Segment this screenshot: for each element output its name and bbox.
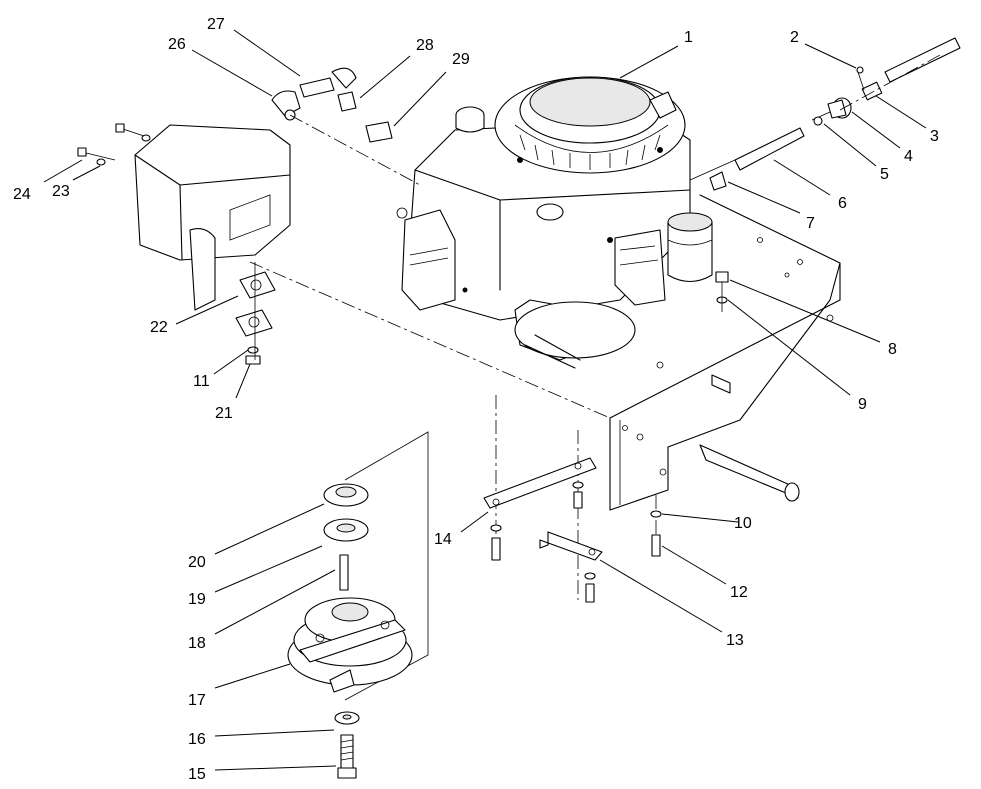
leader-lines — [43, 29, 927, 771]
callout-16: 16 — [188, 731, 206, 748]
fuel-fittings — [271, 67, 421, 186]
deck-fasteners — [483, 395, 662, 603]
callout-26: 26 — [168, 36, 186, 53]
callout-3: 3 — [930, 128, 939, 145]
throttle-cable-assembly — [689, 37, 961, 191]
callout-11: 11 — [193, 373, 210, 390]
callout-4: 4 — [904, 148, 913, 165]
callout-17: 17 — [188, 692, 206, 709]
callout-2: 2 — [790, 29, 799, 46]
muffler — [77, 123, 291, 311]
callout-1: 1 — [684, 29, 693, 46]
callout-18: 18 — [188, 635, 206, 652]
callout-22: 22 — [150, 319, 168, 336]
callout-12: 12 — [730, 584, 748, 601]
frame-deck-plate — [249, 194, 841, 511]
callout-28: 28 — [416, 37, 434, 54]
callout-6: 6 — [838, 195, 847, 212]
exhaust-gaskets — [235, 262, 276, 365]
callout-14: 14 — [434, 531, 452, 548]
callout-23: 23 — [52, 183, 70, 200]
callout-7: 7 — [806, 215, 815, 232]
callout-29: 29 — [452, 51, 470, 68]
callout-27: 27 — [207, 16, 225, 33]
callout-21: 21 — [215, 405, 233, 422]
callout-8: 8 — [888, 341, 897, 358]
callout-15: 15 — [188, 766, 206, 783]
callout-13: 13 — [726, 632, 744, 649]
callout-labels: 1 2 3 4 5 6 7 8 9 10 11 12 13 14 15 16 1… — [13, 16, 939, 783]
bolt-and-washer-8-9 — [715, 271, 729, 312]
engine — [396, 76, 713, 369]
callout-10: 10 — [734, 515, 752, 532]
callout-19: 19 — [188, 591, 206, 608]
callout-24: 24 — [13, 186, 31, 203]
callout-5: 5 — [880, 166, 889, 183]
electric-clutch-assembly — [287, 431, 429, 779]
callout-9: 9 — [858, 396, 867, 413]
callout-20: 20 — [188, 554, 206, 571]
